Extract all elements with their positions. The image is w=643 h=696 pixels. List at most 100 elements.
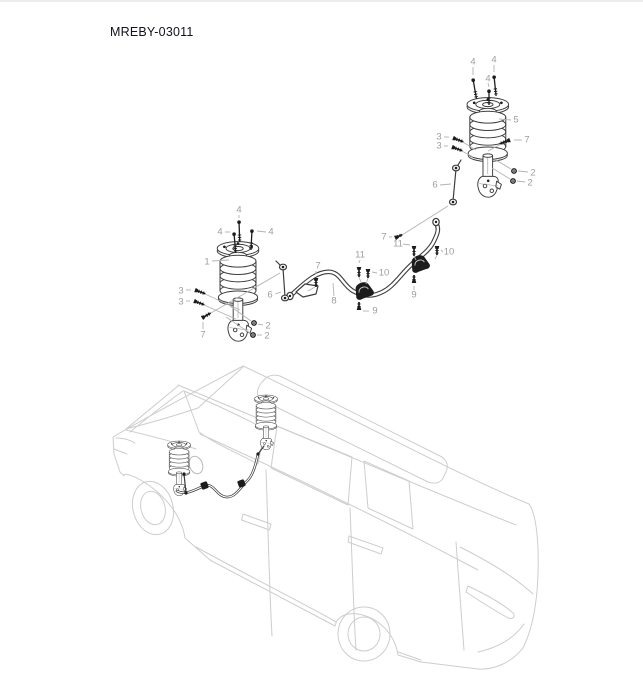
leader-line	[225, 316, 251, 334]
strut-assembly-left	[216, 241, 260, 342]
fastener-bolt	[452, 135, 464, 143]
callout-group-4: 4	[249, 227, 274, 251]
leader-line	[203, 304, 237, 320]
diagram-code-title: MREBY-03011	[110, 25, 194, 39]
leader-line	[211, 259, 230, 262]
fastener-bolt	[394, 233, 403, 241]
fastener-stud	[249, 229, 254, 251]
callout-7: 7	[200, 330, 205, 341]
leader-line	[439, 183, 452, 186]
callout-7: 7	[381, 232, 386, 243]
leader-line	[274, 291, 282, 295]
van-windshield	[125, 366, 244, 430]
leader-line	[210, 272, 281, 314]
leader-line	[332, 282, 335, 297]
callout-7: 7	[524, 135, 529, 146]
van-rear-bumper	[477, 623, 525, 653]
callout-group-4: 4	[485, 74, 491, 105]
van-stabilizer-bar	[175, 445, 265, 499]
van-lower-crease	[195, 546, 422, 661]
fastener-bolt	[451, 144, 463, 152]
callout-group-2: 2	[229, 305, 271, 332]
callout-7: 7	[315, 261, 320, 272]
fastener-bolt	[356, 302, 362, 310]
leader-line	[487, 143, 502, 152]
van-outline	[112, 365, 539, 670]
callout-group-2: 2	[495, 159, 536, 179]
leader-line	[413, 255, 417, 261]
leader-line	[358, 276, 362, 283]
fastener-bolt	[313, 278, 319, 287]
van-roof-edge	[177, 384, 517, 526]
fastener-bolt	[356, 267, 362, 277]
van-strut-left	[167, 440, 191, 497]
leader-line	[517, 170, 529, 173]
callout-2: 2	[264, 331, 269, 342]
leader-line	[402, 243, 411, 246]
fastener-stud	[487, 89, 491, 105]
fastener-stud	[492, 75, 498, 96]
van-window-front	[183, 390, 266, 465]
stabilizer-bar	[286, 217, 441, 301]
stabilizer-link-right	[448, 159, 462, 206]
callout-4: 4	[491, 55, 496, 66]
fastener-bolt	[411, 275, 417, 283]
leader-line	[371, 271, 378, 274]
leader-line	[365, 277, 369, 285]
leader-line	[358, 259, 361, 264]
van-front-bumper	[113, 437, 136, 455]
leader-line	[256, 230, 267, 233]
van-side-mirror	[188, 455, 204, 475]
leader-line	[229, 305, 252, 322]
callout-8: 8	[331, 296, 336, 307]
van-door-seam-front	[265, 469, 273, 637]
callout-3: 3	[178, 286, 183, 297]
callout-3: 3	[178, 297, 183, 308]
callout-group-7: 7	[381, 205, 449, 243]
fastener-nut	[510, 178, 516, 184]
callout-group-4: 4	[217, 227, 238, 253]
callout-4: 4	[485, 74, 490, 85]
van-wheel-front	[131, 480, 175, 536]
callout-group-3: 3	[178, 286, 241, 311]
leader-line	[434, 254, 438, 260]
van-taillight	[465, 585, 515, 619]
callout-group-3: 3	[436, 141, 474, 158]
leader-line	[257, 323, 264, 326]
callout-9: 9	[372, 306, 377, 317]
van-wheel-rear	[337, 606, 391, 662]
fastener-bolt	[499, 137, 511, 145]
callout-group-4: 4	[491, 55, 498, 96]
fastener-bolt	[194, 287, 206, 295]
callout-group-2: 2	[491, 167, 533, 189]
callout-5: 5	[513, 115, 518, 126]
van-door-seam-sliding	[349, 507, 357, 651]
callout-4: 4	[470, 57, 475, 68]
fastener-stud	[232, 232, 238, 253]
callout-group-10: 10	[434, 246, 455, 260]
fastener-nut	[250, 332, 256, 338]
callout-3: 3	[436, 141, 441, 152]
callout-group-6: 6	[432, 180, 452, 191]
callout-6: 6	[432, 180, 437, 191]
callout-group-11: 11	[393, 239, 417, 261]
callout-10: 10	[444, 247, 455, 258]
fastener-bolt	[365, 269, 371, 278]
leader-line	[204, 293, 241, 311]
leader-line	[487, 82, 490, 88]
fastener-bolt	[411, 246, 417, 256]
callout-group-10: 10	[365, 268, 390, 285]
callout-group-4: 4	[470, 57, 478, 99]
callout-group-7: 7	[200, 272, 281, 341]
van-beltline	[199, 433, 479, 571]
callout-group-7: 7	[307, 261, 321, 292]
fastener-nut	[251, 320, 257, 326]
fastener-stud	[237, 220, 242, 243]
callout-4: 4	[268, 227, 273, 238]
strut-assembly-right	[466, 97, 510, 198]
callout-group-9: 9	[356, 302, 378, 317]
vehicle-locator-view	[112, 365, 539, 670]
callout-group-3: 3	[178, 297, 237, 320]
callout-11: 11	[393, 239, 403, 250]
callout-10: 10	[379, 268, 390, 279]
